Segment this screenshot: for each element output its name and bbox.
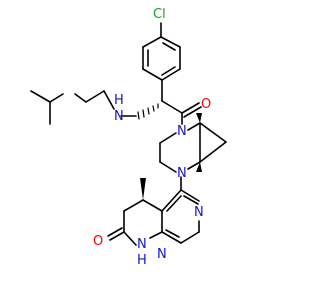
piperazine-n-bottom-label: N	[177, 166, 187, 181]
lactam-h-label: H	[137, 253, 147, 268]
lactam-n-label: N	[137, 237, 147, 252]
pyrimidine-n-bottom-label: N	[157, 247, 167, 262]
diazabicyclo-ring	[159, 113, 227, 191]
lactam-o-label: O	[93, 234, 103, 249]
molecule-structure: Cl N H O N N N N O N H	[30, 7, 227, 268]
carbonyl-o-label: O	[201, 97, 211, 112]
side-chain	[30, 79, 202, 125]
pyrimidine-ring	[161, 189, 200, 244]
lactam-ring	[107, 178, 163, 246]
amine-h-label: H	[114, 93, 124, 108]
pyrimidine-n-top-label: N	[194, 205, 204, 220]
amine-n-label: N	[114, 109, 124, 124]
chlorine-label: Cl	[153, 7, 166, 22]
chlorophenyl-ring	[142, 22, 181, 81]
piperazine-n-top-label: N	[177, 124, 187, 139]
